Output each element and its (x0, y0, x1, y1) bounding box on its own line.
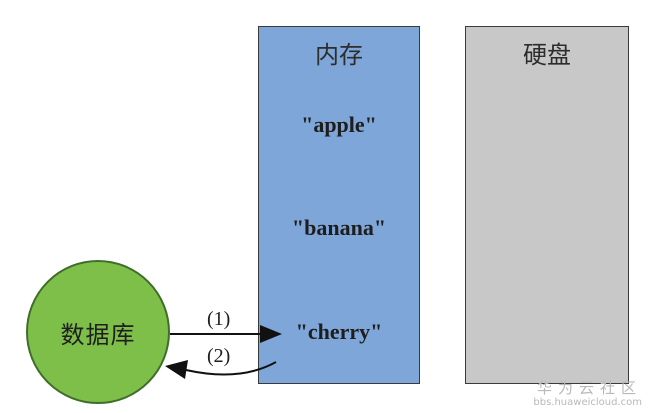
watermark-url: bbs.huaweicloud.com (533, 397, 642, 408)
database-node: 数据库 (26, 260, 170, 404)
response-arrowhead (165, 360, 188, 379)
watermark-title: 华为云社区 (536, 379, 642, 397)
memory-item-cherry: "cherry" (295, 319, 383, 344)
memory-title: 内存 (315, 41, 363, 69)
watermark: 华为云社区 bbs.huaweicloud.com (533, 379, 642, 409)
step-2-label: (2) (207, 345, 231, 367)
disk-title: 硬盘 (523, 41, 571, 69)
memory-item-banana: "banana" (291, 215, 387, 240)
database-label: 数据库 (60, 320, 136, 349)
request-arrowhead (260, 325, 282, 343)
memory-item-apple: "apple" (301, 112, 377, 137)
step-1-label: (1) (207, 308, 231, 330)
disk-column: 硬盘 (465, 26, 629, 384)
memory-column: 内存 "apple" "banana" "cherry" (258, 26, 420, 384)
response-arrow-line (185, 361, 277, 376)
